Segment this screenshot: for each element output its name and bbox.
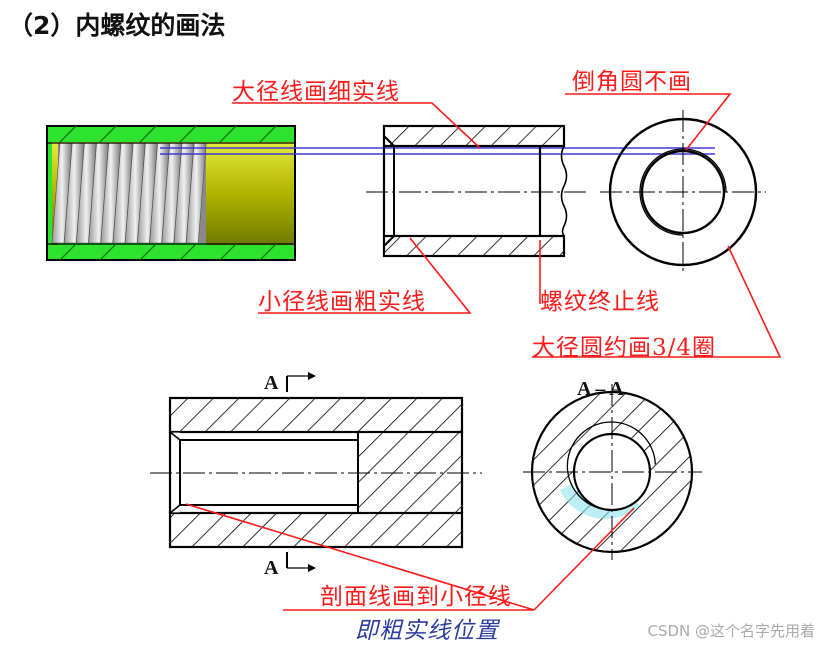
section-mark-bottom: A: [264, 557, 279, 579]
section-view-title: A – A: [577, 378, 624, 400]
label-major-three-quarter: 大径圆约画3/4圈: [532, 335, 717, 361]
label-minor-thick: 小径线画粗实线: [258, 289, 426, 315]
section-mark-top: A: [264, 372, 279, 394]
threaded-hole-render: [46, 125, 296, 261]
section-view: [150, 372, 482, 572]
label-thick-position: 即粗实线位置: [355, 618, 499, 644]
section-end-view: [523, 384, 702, 560]
label-no-chamfer-circle: 倒角圆不画: [572, 69, 692, 95]
front-view-top: [366, 124, 586, 258]
leader-lines: [185, 93, 782, 611]
label-thread-end: 螺纹终止线: [540, 289, 660, 315]
page-heading: （2）内螺纹的画法: [8, 11, 226, 40]
label-hatch-to-minor: 剖面线画到小径线: [320, 584, 512, 610]
end-view-top: [600, 110, 766, 272]
watermark: CSDN @这个名字先用着: [647, 622, 815, 640]
label-major-thin: 大径线画细实线: [232, 79, 400, 105]
major-diameter-guides: [160, 147, 715, 155]
